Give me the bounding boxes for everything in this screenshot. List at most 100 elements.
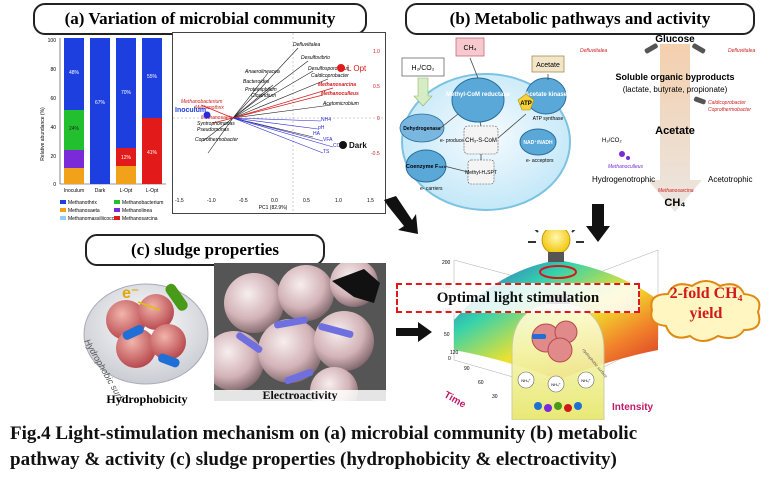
sample-point-inoculum (203, 111, 211, 119)
species-label-red: Methanothrix (195, 105, 224, 111)
vector-label: VFA (323, 137, 333, 143)
rod-bacterium-icon (165, 283, 188, 311)
e-acceptors-label: e- acceptors (526, 158, 554, 164)
species-label: Bacteroides (243, 79, 270, 85)
e-carriers-label: e- carriers (420, 186, 443, 192)
ytick: 60 (50, 96, 56, 102)
arrow-ack-to-ch3 (497, 113, 527, 139)
panel-c-title: (c) sludge properties (85, 234, 325, 266)
nh4-label: NH₄⁺ (581, 378, 591, 383)
arrow-a-to-surface (384, 196, 418, 234)
pca-xtick: -0.5 (239, 198, 248, 204)
acetotrophic-label: Acetotrophic (708, 175, 752, 184)
pca-svg: Defluviitalea Desulfovibrio Desulfosporo… (173, 33, 385, 213)
particle (544, 404, 552, 412)
nanowire-icon (318, 323, 354, 338)
bar-chart: Relative abundance (%) 100 80 60 40 20 0… (38, 34, 168, 234)
bar-lopt2-red (142, 118, 162, 184)
bacillus-icon (122, 325, 144, 340)
species-label-red: Methanosaeta (201, 115, 233, 121)
bar-inoculum-green (64, 110, 84, 150)
pca-ytick: 0 (377, 116, 380, 122)
xtick: L-Opt (146, 188, 159, 194)
caption-line2: pathway & activity (c) sludge properties… (10, 449, 617, 470)
acetate-box (531, 55, 565, 73)
pca-xtick: -1.5 (175, 198, 184, 204)
caption-line1: Fig.4 Light-stimulation mechanism on (a)… (10, 423, 638, 444)
nh4-label: NH₄⁺ (551, 382, 561, 387)
h2co2-box (401, 57, 445, 77)
particle (564, 404, 572, 412)
bulb-base (548, 252, 564, 262)
pca-xlabel: PC1 (82.9%) (259, 205, 288, 211)
nanowire-icon (284, 368, 314, 385)
species-methanoculleus: Methanoculleus (608, 164, 644, 170)
bacterium-icon (693, 96, 706, 105)
pca-ytick: -0.5 (371, 151, 380, 157)
sem-image: Electroactivity (214, 263, 386, 401)
ytick: 80 (50, 67, 56, 73)
pca-xtick: 0.0 (271, 198, 278, 204)
panel-a-title: (a) Variation of microbial community (33, 3, 367, 35)
bacillus-icon (158, 353, 180, 368)
electron-label: e⁻ (122, 285, 139, 302)
arrow-to-ch4 (469, 57, 479, 79)
sample-label-dark: Dark (349, 141, 367, 150)
sem-svg (214, 263, 386, 401)
cell-cluster (138, 294, 174, 330)
sample-label-lopt: L Opt (347, 64, 367, 73)
cell-svg: H₂/CO₂ CH₄ Acetate Methyl-CoM reductase … (399, 37, 571, 211)
species-label: Proteiniphilum (245, 87, 277, 93)
atp-label: ATP (520, 101, 532, 107)
h2co2-2-label: H₂/CO₂ (602, 138, 622, 144)
hydrophobicity-figure: e⁻ Hydrophobic surface Hydrophobicity (76, 262, 218, 414)
species-caldicoprobacter: Caldicoprobacter (708, 100, 746, 106)
legend-swatch (60, 200, 66, 204)
bacillus-icon (532, 334, 546, 339)
yield-line2: yield (689, 305, 723, 322)
species-label: Anaerolineacea (244, 69, 280, 75)
vector-label: TS (323, 149, 330, 155)
sem-cell (278, 265, 334, 321)
h2co2-label: H₂/CO₂ (412, 65, 435, 72)
bar-value: 41% (147, 150, 158, 156)
particle (534, 402, 542, 410)
sem-cell (224, 273, 284, 333)
legend-label: Methanosarcina (122, 216, 158, 222)
tick: 30 (492, 394, 498, 400)
tick: 120 (450, 350, 459, 356)
species-label: Defluviitalea (293, 42, 320, 48)
glucose-label: Glucose (655, 34, 695, 45)
bacterium-icon (692, 43, 706, 54)
species-label: Acetomicrobium (322, 101, 359, 107)
figure-caption: Fig.4 Light-stimulation mechanism on (a)… (10, 421, 770, 473)
bar-value: 24% (69, 126, 80, 132)
bar-chart-ylabel: Relative abundance (%) (40, 107, 46, 161)
cell-diagram: H₂/CO₂ CH₄ Acetate Methyl-CoM reductase … (398, 34, 574, 214)
surface-svg: 200 150 100 50 0 120 90 60 30 Time Inten… (442, 225, 659, 421)
nanowire-icon (236, 332, 263, 353)
ch4-label: CH₄ (464, 45, 477, 52)
arrow-dehydro (437, 113, 459, 131)
coenzyme-f420 (405, 149, 447, 183)
species-label-red: Methanosarcina (318, 82, 356, 88)
legend-swatch (60, 216, 66, 220)
vector-label: HA (313, 131, 321, 137)
legend-swatch (60, 208, 66, 212)
panel-b-title: (b) Metabolic pathways and activity (405, 3, 755, 35)
cell-cluster (150, 324, 186, 360)
bacterium-icon (644, 43, 658, 54)
legend-swatch (114, 216, 120, 220)
legend-label: Methanomassiliicoccus (68, 216, 120, 222)
legend-swatch (114, 200, 120, 204)
particle (554, 402, 562, 410)
pca-xtick: -1.0 (207, 198, 216, 204)
sample-point-dark (339, 141, 347, 149)
arrow-down-icon (413, 77, 433, 107)
bar-value: 70% (121, 90, 132, 96)
ztick: 0 (448, 356, 451, 362)
tick: 90 (464, 366, 470, 372)
nh4-bubble (517, 371, 535, 389)
species-label: Coprothermobacter (195, 137, 238, 143)
coenzyme-label: Coenzyme F₄₂₀ (406, 164, 446, 170)
